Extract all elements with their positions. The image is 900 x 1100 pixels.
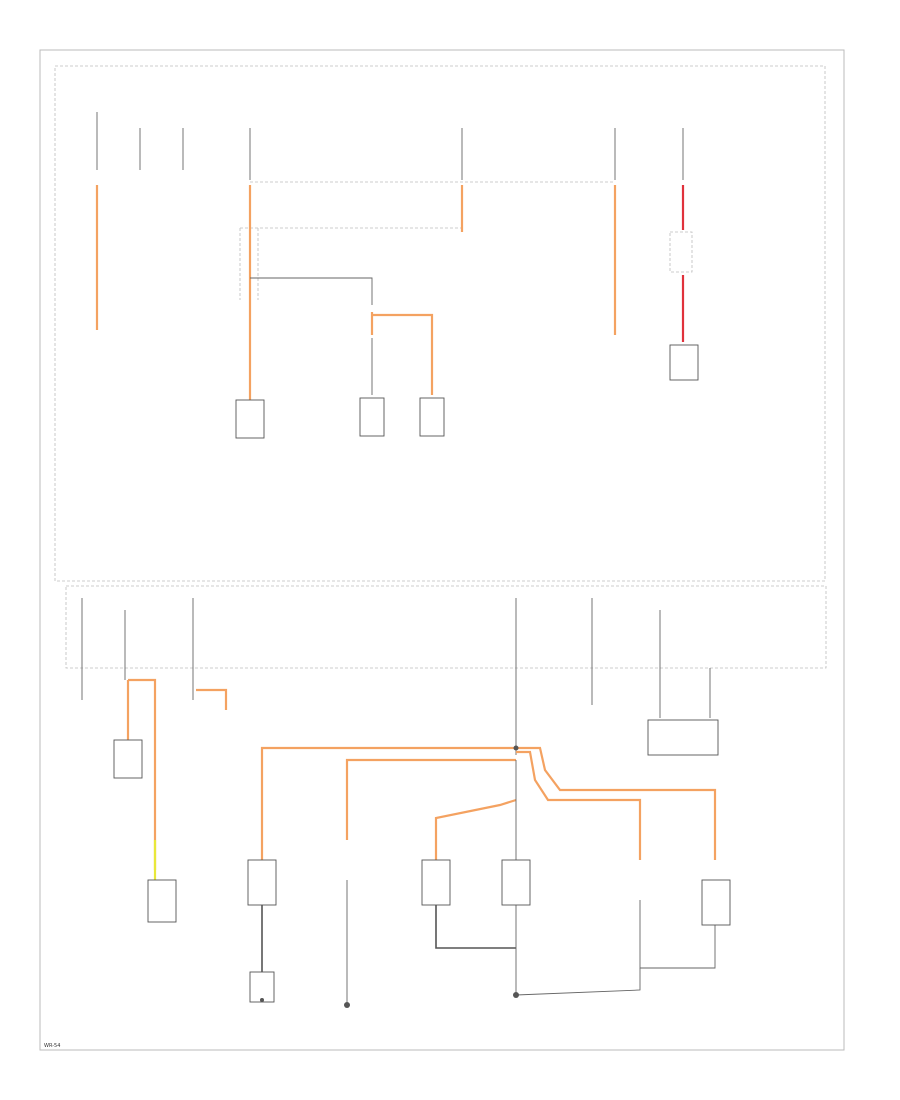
lower-left-module (113, 739, 143, 779)
ground-point-left (344, 1002, 350, 1008)
left-heated-seat-module (359, 397, 385, 437)
lower-circuits (81, 598, 731, 1008)
splice-module-4 (701, 879, 731, 926)
upper-right-module (669, 344, 699, 381)
splice-module-1 (247, 859, 277, 906)
lower-right-module (647, 719, 719, 756)
radio-module (235, 399, 265, 439)
upper-right-relay-outline (669, 231, 693, 273)
lower-fuse-block-outline (65, 585, 827, 669)
bottom-left-module (249, 971, 275, 1003)
ground-point-center (513, 992, 519, 998)
upper-fuse-block-outline (54, 65, 826, 582)
footer-code: WR-54 (44, 1043, 60, 1049)
diagram-border (39, 49, 845, 1051)
splice-junction (513, 745, 519, 751)
upper-circuits (95, 112, 699, 439)
splice-module-3 (501, 859, 531, 906)
lower-left-bottom-module (147, 879, 177, 923)
splice-module-2 (421, 859, 451, 906)
right-heated-seat-module (419, 397, 445, 437)
